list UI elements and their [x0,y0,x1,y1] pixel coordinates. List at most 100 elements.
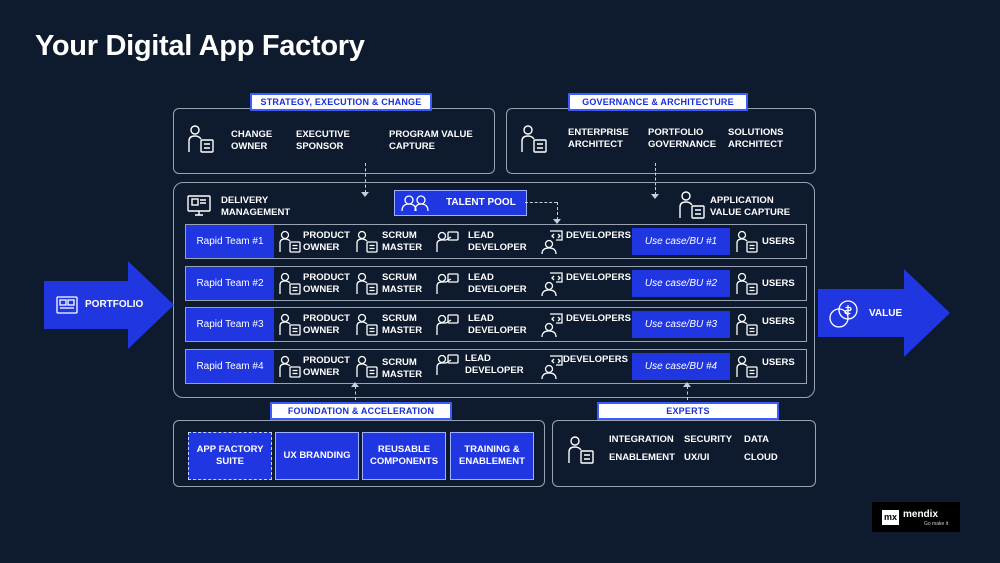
team-label: Rapid Team #4 [186,350,274,383]
monitor-icon [187,195,211,216]
person-icon [568,436,594,464]
talent-pool-box: TALENT POOL [394,190,527,216]
expert-ux-ui: UX/UI [684,452,710,463]
connector-arrowhead [651,194,659,199]
developers-label: DEVELOPERS [563,354,628,365]
team-row-4: Rapid Team #4 PRODUCT OWNER SCRUM MASTER… [185,349,807,384]
presenter-icon [436,314,459,335]
portfolio-arrow [44,261,174,349]
team-label: Rapid Team #3 [186,308,274,341]
team-icon [401,195,429,212]
person-icon [356,355,378,378]
lead-developer-label: LEAD DEVELOPER [468,272,527,295]
experts-panel [552,420,816,487]
logo-tagline: Go make it [924,521,949,527]
connector-arrowhead [553,219,561,224]
mendix-logo: mx mendix Go make it [872,502,960,532]
foundation-tag: FOUNDATION & ACCELERATION [270,402,452,420]
person-icon [679,191,705,219]
value-arrow [818,269,950,357]
use-case-label: Use case/BU #3 [632,311,730,338]
person-icon [736,313,758,336]
connector-arrowhead [361,192,369,197]
developers-label: DEVELOPERS [566,272,631,283]
reusable-components-box: REUSABLE COMPONENTS [362,432,446,480]
talent-pool-connector [525,202,557,203]
portfolio-icon [56,296,78,314]
page-title: Your Digital App Factory [35,30,365,62]
team-label: Rapid Team #2 [186,267,274,300]
experts-tag: EXPERTS [597,402,779,420]
product-owner-label: PRODUCT OWNER [303,355,350,378]
person-icon [736,355,758,378]
role-change-owner: CHANGE OWNER [231,129,273,152]
team-row-3: Rapid Team #3 PRODUCT OWNER SCRUM MASTER… [185,307,807,342]
scrum-master-label: SCRUM MASTER [382,272,423,295]
foundation-panel [173,420,545,487]
team-row-2: Rapid Team #2 PRODUCT OWNER SCRUM MASTER… [185,266,807,301]
presenter-icon [436,354,459,375]
role-solutions-architect: SOLUTIONS ARCHITECT [728,127,784,150]
lead-developer-label: LEAD DEVELOPER [468,230,527,253]
developer-icon [541,230,563,255]
users-label: USERS [762,236,795,247]
use-case-label: Use case/BU #1 [632,228,730,255]
presenter-icon [436,273,459,294]
role-portfolio-governance: PORTFOLIO GOVERNANCE [648,127,717,150]
person-icon [279,313,301,336]
developer-icon [541,355,563,380]
person-icon [279,355,301,378]
product-owner-label: PRODUCT OWNER [303,230,350,253]
role-executive-sponsor: EXECUTIVE SPONSOR [296,129,350,152]
connector-line [655,163,656,195]
person-icon [736,272,758,295]
person-icon [736,230,758,253]
coins-icon [829,300,858,328]
users-label: USERS [762,278,795,289]
connector-line [557,202,558,220]
connector-line [365,163,366,193]
application-value-capture-label: APPLICATION VALUE CAPTURE [710,195,791,218]
developer-icon [541,272,563,297]
person-icon [356,272,378,295]
connector-arrowhead [683,382,691,387]
team-row-1: Rapid Team #1 PRODUCT OWNER SCRUM MASTER… [185,224,807,259]
app-factory-suite-box: APP FACTORY SUITE [188,432,272,480]
scrum-master-label: SCRUM MASTER [382,357,423,380]
person-icon [356,313,378,336]
expert-integration: INTEGRATION [609,434,674,445]
talent-pool-label: TALENT POOL [446,197,516,208]
developers-label: DEVELOPERS [566,313,631,324]
product-owner-label: PRODUCT OWNER [303,272,350,295]
connector-line [687,386,688,400]
value-label: VALUE [869,308,903,319]
person-icon [279,230,301,253]
users-label: USERS [762,316,795,327]
scrum-master-label: SCRUM MASTER [382,230,423,253]
users-label: USERS [762,357,795,368]
person-icon [521,125,547,153]
connector-line [355,386,356,400]
delivery-management-label: DELIVERY MANAGEMENT [221,195,291,218]
logo-name: mendix [903,509,939,520]
presenter-icon [436,231,459,252]
expert-cloud: CLOUD [744,452,778,463]
role-enterprise-architect: ENTERPRISE ARCHITECT [568,127,629,150]
lead-developer-label: LEAD DEVELOPER [468,313,527,336]
developer-icon [541,313,563,338]
use-case-label: Use case/BU #4 [632,353,730,380]
person-icon [279,272,301,295]
expert-enablement: ENABLEMENT [609,452,675,463]
use-case-label: Use case/BU #2 [632,270,730,297]
developers-label: DEVELOPERS [566,230,631,241]
training-enablement-box: TRAINING & ENABLEMENT [450,432,534,480]
logo-mark: mx [882,510,899,525]
person-icon [356,230,378,253]
lead-developer-label: LEAD DEVELOPER [465,353,524,376]
expert-data: DATA [744,434,769,445]
strategy-tag: STRATEGY, EXECUTION & CHANGE [250,93,432,111]
portfolio-label: PORTFOLIO [85,299,144,310]
team-label: Rapid Team #1 [186,225,274,258]
governance-tag: GOVERNANCE & ARCHITECTURE [568,93,748,111]
connector-arrowhead [351,382,359,387]
